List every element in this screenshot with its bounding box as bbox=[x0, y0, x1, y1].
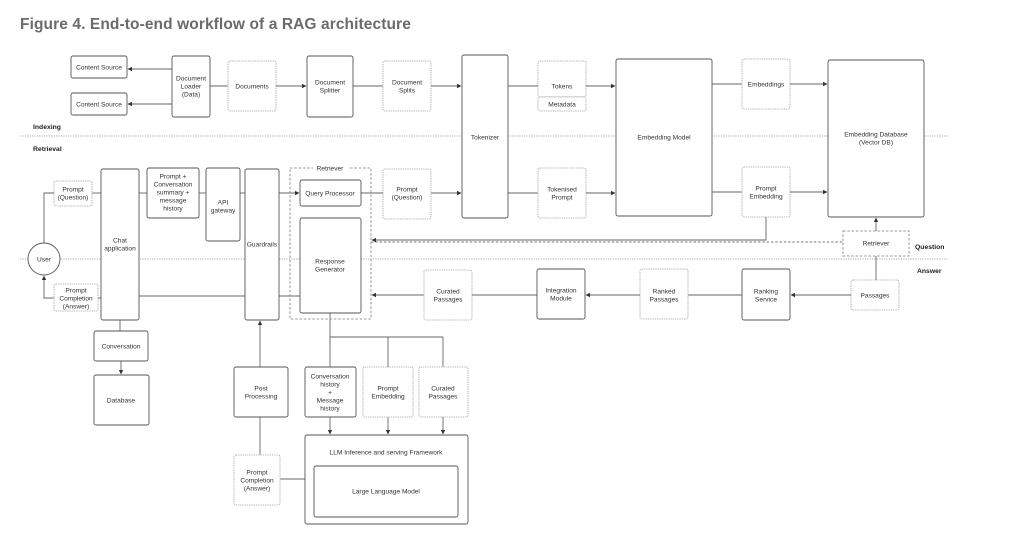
passages-box bbox=[850, 279, 900, 311]
database-label: Database bbox=[107, 397, 136, 404]
tokenizer-box bbox=[461, 54, 509, 219]
ranked-passages-box bbox=[639, 268, 689, 320]
prompt-question-left-label: Prompt(Question) bbox=[58, 186, 89, 201]
document-splitter-box bbox=[306, 55, 354, 118]
content-source-1-label: Content Source bbox=[76, 64, 122, 71]
user-circle bbox=[27, 242, 61, 276]
database-box bbox=[93, 374, 150, 426]
section-label-retrieval: Retrieval bbox=[33, 146, 62, 153]
prompt-question-mid-label: Prompt(Question) bbox=[392, 186, 423, 201]
post-processing-box bbox=[233, 366, 289, 418]
guardrails-box bbox=[244, 168, 280, 321]
passages-label: Passages bbox=[861, 292, 891, 299]
content-source-1-box bbox=[70, 55, 128, 79]
figure-title: Figure 4. End-to-end workflow of a RAG a… bbox=[20, 16, 411, 33]
metadata-box bbox=[537, 96, 587, 112]
section-label-indexing: Indexing bbox=[33, 124, 61, 131]
integration-module-box bbox=[536, 268, 586, 320]
response-generator-box bbox=[299, 217, 362, 314]
prompt-question-mid-box bbox=[382, 168, 432, 220]
retriever-group-label: Retriever bbox=[317, 165, 345, 172]
prompt-question-left-box bbox=[53, 180, 93, 207]
user-to-prompt-question-line bbox=[43, 192, 54, 243]
prompt-completion-bottom-box bbox=[233, 454, 281, 506]
chat-application-box bbox=[100, 168, 140, 321]
embedding-database-box bbox=[827, 59, 925, 218]
prompt-conversation-summary-box bbox=[146, 167, 200, 219]
prompt-completion-left-box bbox=[53, 283, 99, 312]
retriever-right-label: Retriever bbox=[863, 240, 891, 247]
documents-label: Documents bbox=[235, 83, 269, 90]
embeddings-label: Embeddings bbox=[748, 81, 785, 88]
tokenised-prompt-box bbox=[537, 167, 587, 219]
embedding-model-label: Embedding Model bbox=[637, 134, 691, 141]
ranking-service-box bbox=[741, 268, 791, 321]
prompt-embedding-bottom-box bbox=[362, 366, 414, 418]
tokens-box bbox=[537, 60, 587, 98]
large-language-model-label: Large Language Model bbox=[352, 488, 420, 495]
section-label-question: Question bbox=[915, 244, 944, 251]
embeddings-box bbox=[741, 58, 791, 110]
query-processor-label: Query Processor bbox=[305, 190, 355, 197]
curated-passages-bottom-box bbox=[418, 366, 469, 418]
llm-framework-label: LLM Inference and serving Framework bbox=[330, 449, 444, 456]
tokenizer-label: Tokenizer bbox=[471, 134, 500, 141]
content-source-2-label: Content Source bbox=[76, 101, 122, 108]
metadata-label: Metadata bbox=[548, 101, 576, 108]
large-language-model-box bbox=[313, 465, 459, 518]
retriever-group-label-bg bbox=[313, 165, 348, 172]
user-label: User bbox=[37, 256, 52, 263]
curated-passages-mid-box bbox=[423, 269, 473, 321]
conversation-label: Conversation bbox=[102, 343, 141, 350]
section-label-answer: Answer bbox=[917, 268, 942, 275]
document-loader-box bbox=[171, 55, 211, 118]
tokens-label: Tokens bbox=[552, 83, 574, 90]
embedding-database-label: Embedding Database(Vector DB) bbox=[844, 131, 908, 146]
prompt-completion-to-user-arrow bbox=[41, 275, 54, 299]
prompt-embedding-to-response-generator-arrow bbox=[371, 217, 767, 243]
document-splits-box bbox=[382, 60, 432, 112]
api-gateway-box bbox=[205, 167, 241, 242]
retriever-right-box bbox=[842, 230, 910, 257]
guardrails-label: Guardrails bbox=[247, 241, 278, 248]
conversation-box bbox=[93, 330, 149, 362]
query-processor-box bbox=[299, 179, 362, 207]
embedding-model-box bbox=[615, 58, 713, 217]
prompt-embedding-top-box bbox=[741, 166, 791, 218]
content-source-2-box bbox=[70, 92, 128, 116]
documents-box bbox=[227, 60, 277, 112]
conversation-history-box bbox=[304, 366, 357, 418]
